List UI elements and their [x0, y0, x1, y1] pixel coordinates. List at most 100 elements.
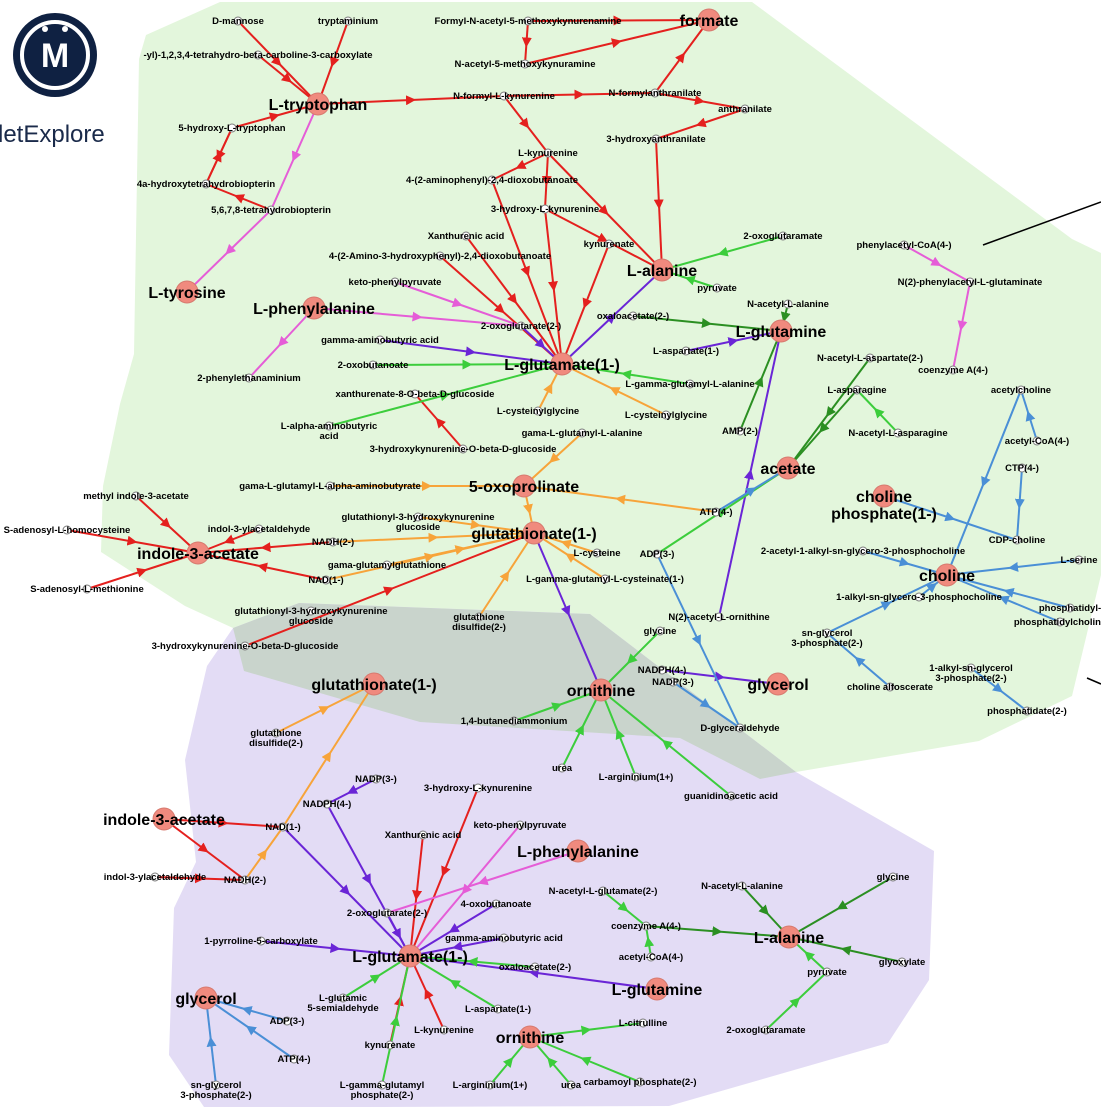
metabolite-node-m70[interactable]: phosphatidylcholine: [1014, 617, 1101, 628]
metabolite-node-m18[interactable]: 4-(2-Amino-3-hydroxyphenyl)-2,4-dioxobut…: [329, 251, 551, 262]
metabolite-node-m80[interactable]: guanidinoacetic acid: [684, 791, 778, 802]
metabolite-node-m33[interactable]: xanthurenate-8-O-beta-D-glucoside: [336, 389, 495, 400]
metabolite-node-m42[interactable]: N-acetyl-L-asparagine: [848, 428, 947, 439]
metabolite-node-m11[interactable]: L-kynurenine: [518, 148, 578, 159]
hub-node-b-glutathionate[interactable]: glutathionate(1-): [311, 672, 437, 696]
hub-node-b-glycerol[interactable]: glycerol: [175, 986, 237, 1010]
metabolite-node-m43[interactable]: acetyl-CoA(4-): [1005, 436, 1069, 447]
metabolite-node-b18[interactable]: acetyl-CoA(4-): [619, 952, 683, 963]
hub-node-choline[interactable]: choline: [919, 563, 975, 587]
metabolite-node-m32[interactable]: 2-phenylethanaminium: [197, 373, 300, 384]
metabolite-node-b11[interactable]: N-acetyl-L-alanine: [701, 881, 783, 892]
metabolite-node-m13[interactable]: 4-(2-aminophenyl)-2,4-dioxobutanoate: [406, 175, 578, 186]
metabolite-node-m30[interactable]: coenzyme A(4-): [918, 365, 988, 376]
metabolite-node-m8[interactable]: anthranilate: [718, 104, 772, 115]
metabolite-node-m77[interactable]: D-glyceraldehyde: [700, 723, 779, 734]
metabolite-node-b26[interactable]: L-kynurenine: [414, 1025, 474, 1036]
metabolite-node-m36[interactable]: acetylcholine: [991, 385, 1051, 396]
metabolite-node-m62[interactable]: 1-alkyl-sn-glycero-3-phosphocholine: [836, 592, 1002, 603]
metabolite-node-m29[interactable]: N-acetyl-L-aspartate(2-): [817, 353, 923, 364]
metabolite-node-b6[interactable]: Xanthurenic acid: [385, 830, 462, 841]
metabolite-node-m41[interactable]: AMP(2-): [722, 426, 758, 437]
metabolite-node-m73[interactable]: choline alfoscerate: [847, 682, 933, 693]
metabolite-node-m37[interactable]: L-cysteinylglycine: [497, 406, 579, 417]
metabolite-node-b13[interactable]: 2-oxoglutarate(2-): [347, 908, 427, 919]
hub-node-b-L-glutamine[interactable]: L-glutamine: [612, 977, 703, 1001]
hub-node-b-L-phenylalanine[interactable]: L-phenylalanine: [517, 839, 639, 863]
metabolite-node-m38[interactable]: L-cysteinylglycine: [625, 410, 707, 421]
hub-node-acetate[interactable]: acetate: [760, 456, 816, 480]
metabolite-node-m53[interactable]: NADH(2-): [312, 537, 354, 548]
metabolite-node-b21[interactable]: pyruvate: [807, 967, 847, 978]
metabolite-node-b9[interactable]: NADH(2-): [224, 875, 266, 886]
metabolite-node-m78[interactable]: urea: [552, 763, 573, 774]
metabolite-node-m14[interactable]: 5,6,7,8-tetrahydrobiopterin: [211, 205, 331, 216]
hub-node-glutathionate[interactable]: glutathionate(1-): [471, 521, 597, 545]
metabolite-node-m61[interactable]: L-serine: [1061, 555, 1098, 566]
metabolite-node-m69[interactable]: glycine: [644, 626, 677, 637]
metabolite-node-m59[interactable]: NAD(1-): [308, 575, 343, 586]
hub-node-L-alanine[interactable]: L-alanine: [627, 258, 697, 282]
metabolite-node-m66[interactable]: phosphatidyl-: [1039, 603, 1101, 614]
hub-node-b-ornithine[interactable]: ornithine: [496, 1025, 565, 1049]
metabolite-node-m1[interactable]: D-mannose: [212, 16, 264, 27]
metabolite-node-b3[interactable]: 3-hydroxy-L-kynurenine: [424, 783, 532, 794]
metabolite-node-b16[interactable]: gamma-aminobutyric acid: [445, 933, 563, 944]
metabolite-node-m58[interactable]: S-adenosyl-L-methionine: [30, 584, 143, 595]
metabolite-node-m15[interactable]: 3-hydroxy-L-kynurenine: [491, 204, 599, 215]
metabolite-node-b32[interactable]: L-argininium(1+): [453, 1080, 528, 1091]
metabolite-node-m75[interactable]: 1,4-butanediammonium: [461, 716, 568, 727]
metabolite-node-m63[interactable]: glutathionyl-3-hydroxykynurenineglucosid…: [234, 606, 387, 627]
metabolite-node-b29[interactable]: ATP(4-): [277, 1054, 310, 1065]
metabolite-node-m9[interactable]: 5-hydroxy-L-tryptophan: [178, 123, 285, 134]
metabolite-node-m25[interactable]: oxaloacetate(2-): [597, 311, 669, 322]
metabolite-node-b7[interactable]: keto-phenylpyruvate: [474, 820, 567, 831]
metabolite-node-m31[interactable]: 2-oxobutanoate: [338, 360, 409, 371]
metabolite-node-m68[interactable]: 3-hydroxykynurenine-O-beta-D-glucoside: [152, 641, 339, 652]
metabolite-node-m10[interactable]: 3-hydroxyanthranilate: [606, 134, 705, 145]
metabolite-node-m22[interactable]: pyruvate: [697, 283, 737, 294]
metabolite-node-b5[interactable]: NAD(1-): [265, 822, 300, 833]
metabolite-node-m71[interactable]: NADPH(4-): [638, 665, 687, 676]
metabolite-node-m26[interactable]: 2-oxoglutarate(2-): [481, 321, 561, 332]
metabolite-node-m5[interactable]: N-acetyl-5-methoxykynuramine: [455, 59, 596, 70]
hub-node-b-indole-3-acetate[interactable]: indole-3-acetate: [103, 807, 225, 831]
hub-node-b-L-alanine[interactable]: L-alanine: [754, 925, 824, 949]
metabolite-node-m34[interactable]: L-gamma-glutamyl-L-alanine: [625, 379, 754, 390]
hub-node-L-glutamine[interactable]: L-glutamine: [736, 319, 827, 343]
metabolite-node-m35[interactable]: L-asparagine: [827, 385, 886, 396]
hub-node-L-tyrosine[interactable]: L-tyrosine: [148, 280, 226, 304]
metabolite-node-m47[interactable]: gama-L-glutamyl-L-alpha-aminobutyrate: [239, 481, 421, 492]
hub-node-glycerol[interactable]: glycerol: [747, 672, 809, 696]
metabolite-node-m56[interactable]: 2-acetyl-1-alkyl-sn-glycero-3-phosphocho…: [761, 546, 965, 557]
metabolite-node-b17[interactable]: 1-pyrroline-5-carboxylate: [204, 936, 318, 947]
metabolite-node-m48[interactable]: S-adenosyl-L-homocysteine: [4, 525, 131, 536]
metabolite-node-m21[interactable]: keto-phenylpyruvate: [349, 277, 442, 288]
hub-node-b-L-glutamate[interactable]: L-glutamate(1-): [352, 944, 468, 968]
metabolite-node-m19[interactable]: 2-oxoglutaramate: [743, 231, 822, 242]
metabolite-node-b23[interactable]: L-aspartate(1-): [465, 1004, 531, 1015]
metabolite-node-m20[interactable]: phenylacetyl-CoA(4-): [856, 240, 951, 251]
metabolite-node-m60[interactable]: L-gamma-glutamyl-L-cysteinate(1-): [526, 574, 684, 585]
hub-node-5-oxoprolinate[interactable]: 5-oxoprolinate: [469, 474, 579, 498]
metabolite-node-b15[interactable]: coenzyme A(4-): [611, 921, 681, 932]
metabolite-node-m23[interactable]: N(2)-phenylacetyl-L-glutaminate: [898, 277, 1043, 288]
metabolite-node-m6[interactable]: N-formyl-L-kynurenine: [453, 91, 555, 102]
metabolite-node-m40[interactable]: gama-L-glutamyl-L-alanine: [522, 428, 643, 439]
hub-node-L-phenylalanine[interactable]: L-phenylalanine: [253, 296, 375, 320]
metabolite-node-b2[interactable]: NADP(3-): [355, 774, 397, 785]
metabolite-node-b12[interactable]: glycine: [877, 872, 910, 883]
metabolite-node-m55[interactable]: ADP(3-): [640, 549, 675, 560]
hub-node-L-glutamate[interactable]: L-glutamate(1-): [504, 352, 620, 376]
metabolite-node-m4[interactable]: -yl)-1,2,3,4-tetrahydro-beta-carboline-3…: [143, 50, 372, 61]
hub-node-indole-3-acetate[interactable]: indole-3-acetate: [137, 541, 259, 565]
metabolite-node-m57[interactable]: gama-glutamylglutathione: [328, 560, 446, 571]
metabolite-node-b8[interactable]: indol-3-ylacetaldehyde: [104, 872, 206, 883]
